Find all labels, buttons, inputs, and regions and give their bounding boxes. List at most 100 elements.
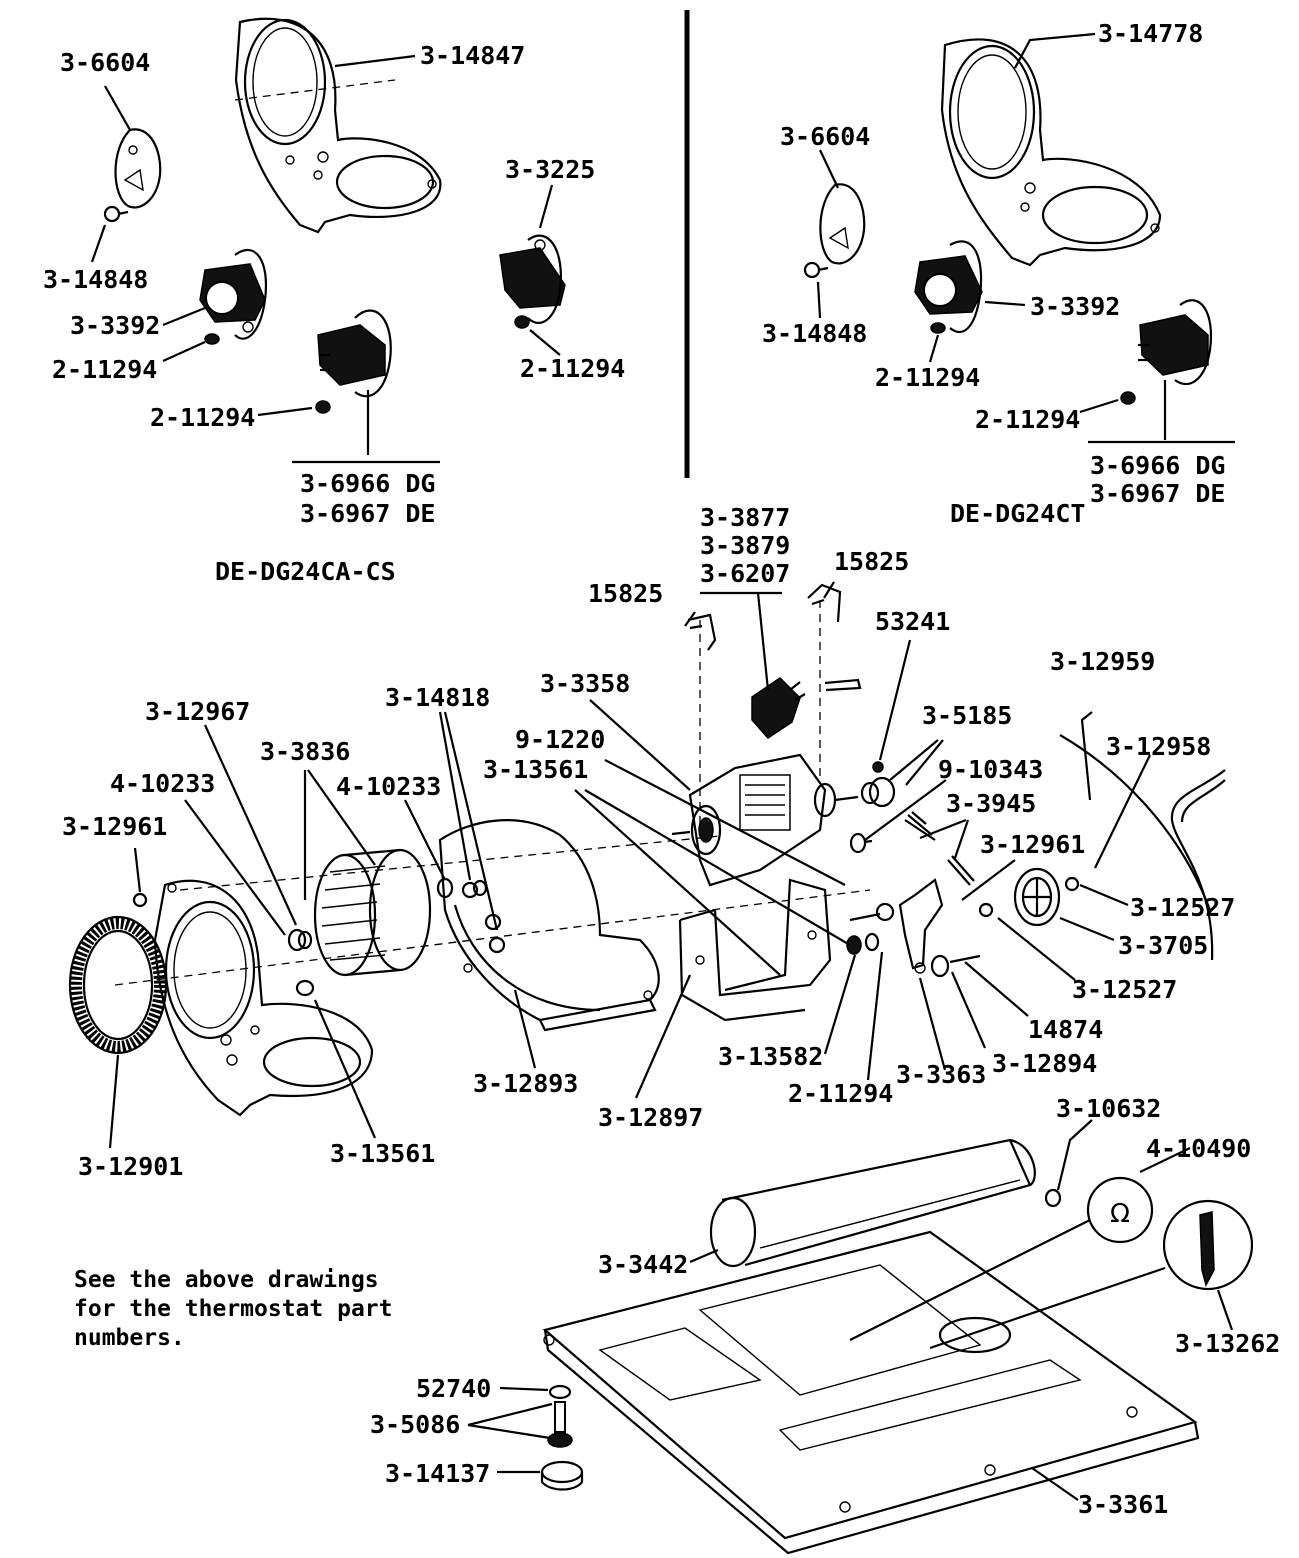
label-m-10343: 9-10343 <box>938 755 1043 784</box>
label-m-3363: 3-3363 <box>896 1060 986 1089</box>
label-m-3879: 3-3879 <box>700 531 790 560</box>
idler-arm <box>849 878 944 974</box>
label-m-15825b: 15825 <box>834 547 909 576</box>
screw-13582 <box>846 932 880 955</box>
label-m-12958: 3-12958 <box>1106 732 1211 761</box>
label-m-14818: 3-14818 <box>385 683 490 712</box>
flame-sensor-detail <box>929 1199 1254 1350</box>
label-l-6966: 3-6966 DG <box>300 469 435 498</box>
blower-housing-cover-right <box>940 38 1162 267</box>
label-r-6604: 3-6604 <box>780 122 870 151</box>
label-l-6604: 3-6604 <box>60 48 150 77</box>
screw-left-14848 <box>103 205 129 223</box>
screw-13561 <box>295 979 315 997</box>
label-r-3392: 3-3392 <box>1030 292 1120 321</box>
screw-left-11294b <box>315 400 331 414</box>
label-m-3836: 3-3836 <box>260 737 350 766</box>
thermostat-note: See the above drawings for the thermosta… <box>74 1267 393 1351</box>
idler-spring <box>904 811 975 886</box>
label-l-3392: 3-3392 <box>70 311 160 340</box>
label-m-3358: 3-3358 <box>540 669 630 698</box>
label-m-10233a: 4-10233 <box>110 769 215 798</box>
igniter-detail: Ω <box>849 1176 1154 1341</box>
drum-edge <box>1059 734 1212 911</box>
label-m-12901: 3-12901 <box>78 1152 183 1181</box>
screw-right-14848 <box>803 261 829 279</box>
base-plate <box>542 1230 1200 1555</box>
idler-bearing <box>860 761 896 808</box>
label-b-3442: 3-3442 <box>598 1250 688 1279</box>
blower-nut <box>287 928 313 952</box>
variant-left-title: DE-DG24CA-CS <box>215 557 396 586</box>
motor-blower-assembly <box>68 581 1226 1149</box>
label-m-12967: 3-12967 <box>145 697 250 726</box>
motor <box>671 753 859 887</box>
blower-nut-right <box>436 877 454 899</box>
label-m-1220: 9-1220 <box>515 725 605 754</box>
motor-mount-bracket <box>678 878 832 1022</box>
screw-10343 <box>849 832 873 854</box>
right-thermostat-group <box>803 32 1235 444</box>
label-r-11294a: 2-11294 <box>875 363 980 392</box>
variant-right-title: DE-DG24CT <box>950 499 1085 528</box>
label-b-5086: 3-5086 <box>370 1410 460 1439</box>
label-m-13582: 3-13582 <box>718 1042 823 1071</box>
label-r-11294b: 2-11294 <box>975 405 1080 434</box>
blower-housing-cover-left <box>234 17 442 234</box>
label-m-10233b: 4-10233 <box>336 772 441 801</box>
label-r-14848: 3-14848 <box>762 319 867 348</box>
label-l-11294c: 2-11294 <box>520 354 625 383</box>
left-thermostat-group <box>90 17 566 464</box>
screw-right-11294b <box>1120 391 1136 405</box>
label-l-14847: 3-14847 <box>420 41 525 70</box>
screw-10632 <box>1044 1188 1062 1208</box>
label-m-6207: 3-6207 <box>700 559 790 588</box>
label-l-6967: 3-6967 DE <box>300 499 435 528</box>
mounting-plate-left <box>114 128 162 209</box>
label-l-11294b: 2-11294 <box>150 403 255 432</box>
thermostat-left-3392 <box>199 248 268 340</box>
label-r-6967: 3-6967 DE <box>1090 479 1225 508</box>
leaders-middle <box>108 581 1151 1149</box>
label-m-12527a: 3-12527 <box>1130 893 1235 922</box>
blower-housing-plate <box>153 879 374 1117</box>
motor-clip-right <box>807 583 842 623</box>
label-m-15825a: 15825 <box>588 579 663 608</box>
label-m-12894: 3-12894 <box>992 1049 1097 1078</box>
screw-left-11294a <box>204 333 220 345</box>
label-m-12961b: 3-12961 <box>980 830 1085 859</box>
label-b-14137: 3-14137 <box>385 1459 490 1488</box>
washer-12527a <box>978 902 994 918</box>
label-b-52740: 52740 <box>416 1374 491 1403</box>
label-b-10490: 4-10490 <box>1146 1134 1251 1163</box>
leveling-leg <box>540 1384 584 1491</box>
part-labels: 3-6604 3-14847 3-14848 3-3392 2-11294 2-… <box>43 19 1280 1519</box>
screw-right-11294a <box>930 322 946 334</box>
label-m-11294: 2-11294 <box>788 1079 893 1108</box>
label-m-53241: 53241 <box>875 607 950 636</box>
label-m-13561b: 3-13561 <box>330 1139 435 1168</box>
label-m-13561a: 3-13561 <box>483 755 588 784</box>
label-l-11294a: 2-11294 <box>52 355 157 384</box>
svg-text:Ω: Ω <box>1110 1199 1130 1229</box>
label-m-12893: 3-12893 <box>473 1069 578 1098</box>
centrifugal-switch <box>751 677 862 739</box>
base-assembly: Ω <box>467 1119 1254 1555</box>
label-m-3945: 3-3945 <box>946 789 1036 818</box>
idler-pulley <box>1013 867 1061 927</box>
motor-clip-left <box>687 613 717 651</box>
label-r-6966: 3-6966 DG <box>1090 451 1225 480</box>
thermostat-right-3392 <box>914 240 983 333</box>
screw-12961-left <box>132 892 148 908</box>
washer-12527b <box>1064 876 1080 892</box>
thermostat-right-6966 <box>1138 299 1213 386</box>
thermostat-left-6966 <box>317 309 392 398</box>
label-m-12897: 3-12897 <box>598 1103 703 1132</box>
label-m-14874: 14874 <box>1028 1015 1103 1044</box>
bolt-14874 <box>930 954 981 978</box>
blower-wheel <box>313 848 432 977</box>
thermostat-left-3225 <box>499 234 566 324</box>
label-m-12959: 3-12959 <box>1050 647 1155 676</box>
label-m-5185: 3-5185 <box>922 701 1012 730</box>
